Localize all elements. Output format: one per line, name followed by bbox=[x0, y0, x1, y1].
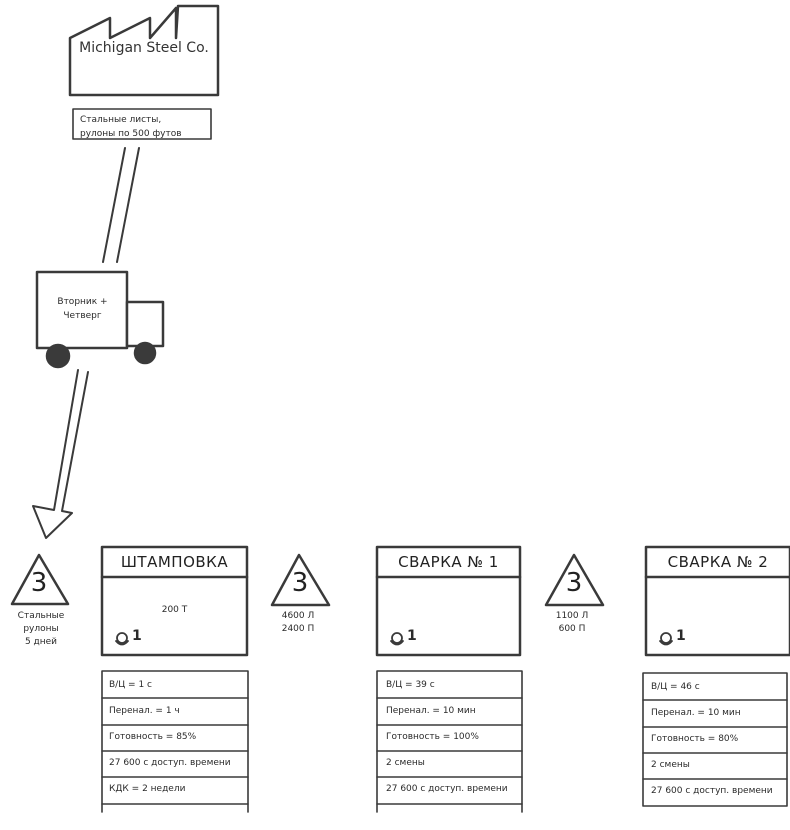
data-row: Перенал. = 10 мин bbox=[651, 708, 741, 718]
inventory-triangle-2 bbox=[270, 553, 331, 607]
process-title: СВАРКА № 2 bbox=[667, 553, 769, 571]
data-row: Готовность = 100% bbox=[386, 732, 479, 742]
process-box-stamping bbox=[100, 545, 249, 657]
data-row: 27 600 с доступ. времени bbox=[109, 758, 231, 768]
inventory-count: 3 bbox=[291, 568, 309, 598]
operator-count: 1 bbox=[407, 628, 417, 644]
inventory-label-line: 600 П bbox=[558, 624, 586, 634]
inventory-count: 3 bbox=[565, 568, 583, 598]
process-box-welding-1 bbox=[375, 545, 522, 657]
data-box-welding-1 bbox=[376, 670, 523, 813]
inventory-label-line: 2400 П bbox=[281, 624, 315, 634]
data-row: В/Ц = 39 с bbox=[386, 680, 435, 690]
inventory-label: 4600 Л 2400 П bbox=[272, 610, 324, 636]
operator-count: 1 bbox=[132, 628, 142, 644]
data-row: 2 смены bbox=[386, 758, 425, 768]
inventory-label-line: рулоны bbox=[23, 624, 59, 634]
inventory-label-line: 4600 Л bbox=[281, 611, 315, 621]
data-row: В/Ц = 46 с bbox=[651, 682, 700, 692]
process-title: СВАРКА № 1 bbox=[398, 553, 499, 571]
truck-icon bbox=[35, 270, 165, 369]
inventory-label-line: Стальные bbox=[17, 611, 65, 621]
supplier-note-box bbox=[72, 108, 212, 140]
inventory-label-line: 5 дней bbox=[24, 637, 58, 647]
process-box-welding-2 bbox=[644, 545, 790, 657]
inventory-triangle-3 bbox=[544, 553, 605, 607]
data-row: 27 600 с доступ. времени bbox=[651, 786, 773, 796]
inventory-count: 3 bbox=[30, 568, 48, 598]
data-box-welding-2 bbox=[642, 672, 788, 807]
supply-push-arrow bbox=[32, 369, 89, 539]
shipment-schedule-line: Четверг bbox=[63, 311, 102, 321]
supplier-note: Стальные листы, рулоны по 500 футов bbox=[80, 113, 182, 141]
inventory-label: Стальные рулоны 5 дней bbox=[10, 610, 72, 649]
data-row: В/Ц = 1 с bbox=[109, 680, 152, 690]
data-row: Готовность = 85% bbox=[109, 732, 197, 742]
supply-line-upper bbox=[102, 147, 140, 263]
inventory-label: 1100 Л 600 П bbox=[546, 610, 598, 636]
data-row: Перенал. = 10 мин bbox=[386, 706, 476, 716]
shipment-schedule: Вторник + Четверг bbox=[40, 295, 125, 323]
data-row: Готовность = 80% bbox=[651, 734, 739, 744]
supplier-factory-icon bbox=[68, 4, 220, 97]
supplier-note-line: Стальные листы, bbox=[80, 115, 162, 125]
data-row: 2 смены bbox=[651, 760, 690, 770]
supplier-note-line: рулоны по 500 футов bbox=[80, 129, 182, 139]
process-title: ШТАМПОВКА bbox=[120, 553, 229, 571]
data-row: КДК = 2 недели bbox=[109, 784, 186, 794]
data-row: Перенал. = 1 ч bbox=[109, 706, 180, 716]
shipment-schedule-line: Вторник + bbox=[57, 297, 108, 307]
inventory-triangle-1 bbox=[10, 553, 70, 606]
data-row: 27 600 с доступ. времени bbox=[386, 784, 508, 794]
process-quantity: 200 Т bbox=[161, 605, 188, 615]
data-box-stamping bbox=[101, 670, 249, 813]
supplier-name: Michigan Steel Co. bbox=[79, 40, 209, 56]
inventory-label-line: 1100 Л bbox=[555, 611, 589, 621]
operator-count: 1 bbox=[676, 628, 686, 644]
